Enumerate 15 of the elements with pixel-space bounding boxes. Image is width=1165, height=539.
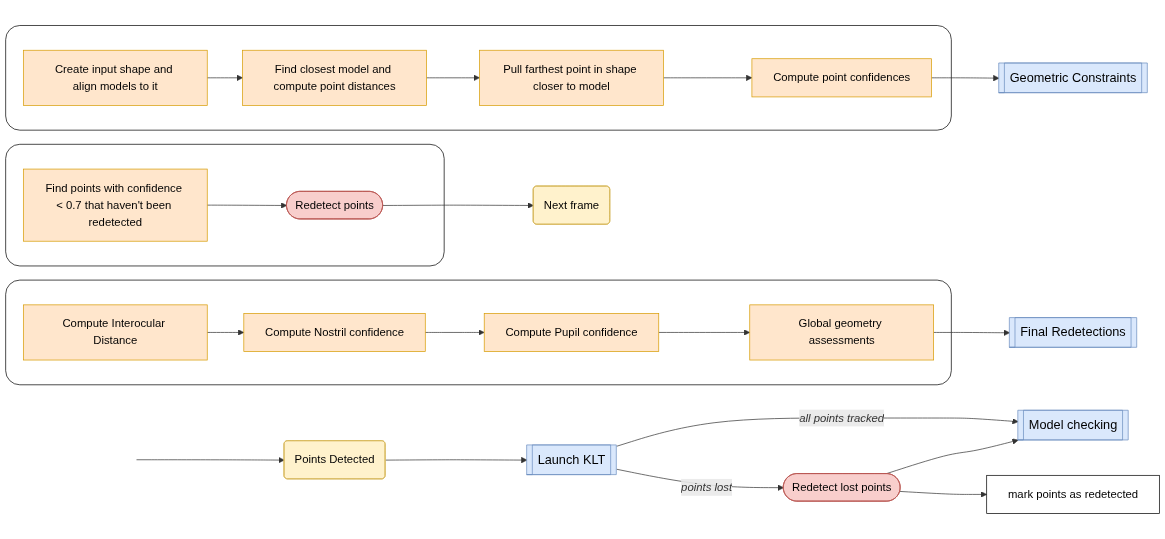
node-box: Create input shape and align models to it [23, 49, 208, 106]
node-box: Global geometry assessments [749, 304, 934, 361]
node-box: Compute Nostril confidence [243, 313, 426, 352]
node-box: Pull farthest point in shape closer to model [479, 49, 664, 106]
node-box: Find closest model and compute point distances [242, 49, 427, 106]
edge-label: points lost [681, 480, 733, 493]
node-box: Find points with confidence < 0.7 that haven't been redetected [23, 168, 208, 242]
edge-label: all points tracked [799, 411, 885, 424]
node-box: Compute point confidences [751, 58, 932, 98]
cluster [5, 279, 952, 386]
cluster [5, 143, 445, 267]
cluster [5, 25, 952, 131]
node-box: mark points as redetected [986, 474, 1160, 514]
node-box: Compute Interocular Distance [23, 304, 208, 361]
node-box: Compute Pupil confidence [483, 313, 660, 352]
